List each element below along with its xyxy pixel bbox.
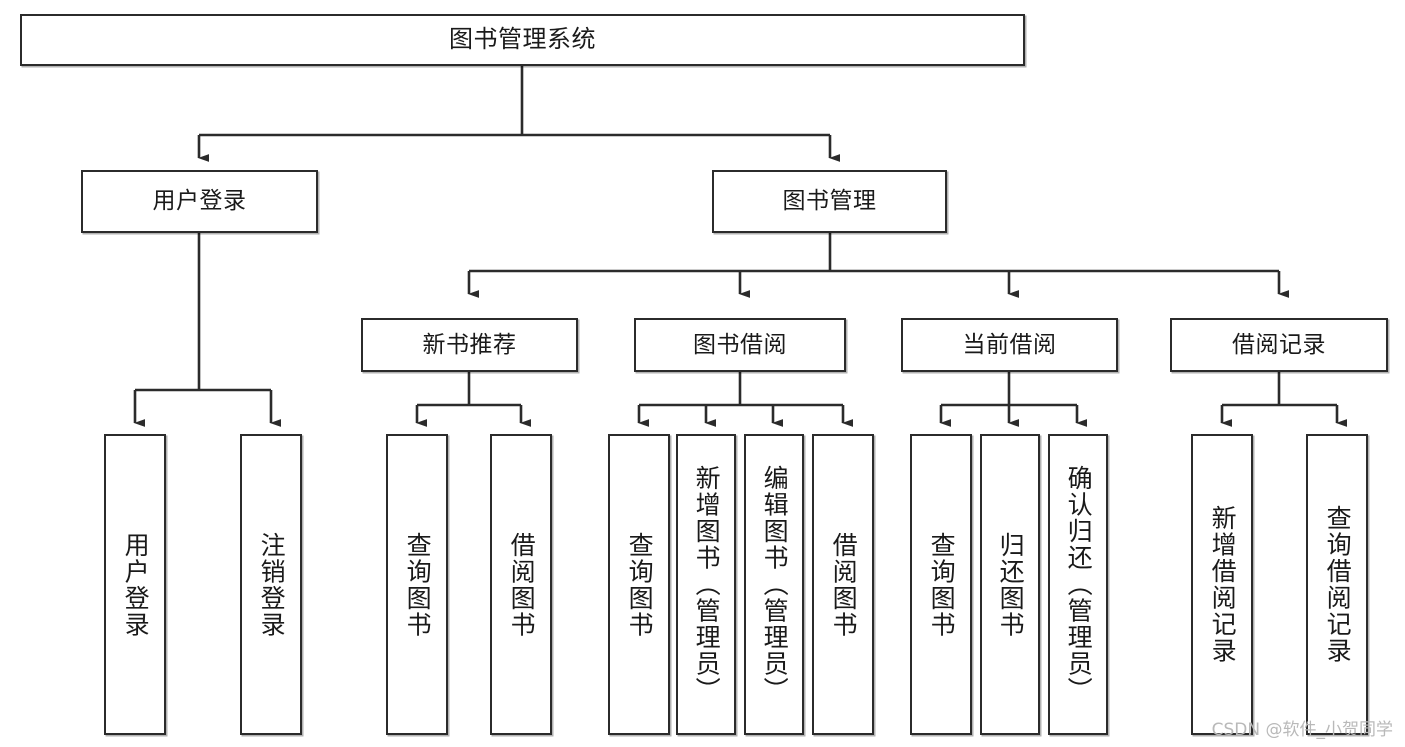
leaf-borrow-record-0[interactable]: 新增借阅记录 (1191, 434, 1253, 735)
node-label: 图书管理系统 (449, 25, 596, 54)
node-label: 借阅图书 (829, 531, 859, 638)
node-label: 借阅图书 (507, 531, 537, 638)
node-label: 查询图书 (625, 531, 655, 638)
leaf-new-book-recommend-0[interactable]: 查询图书 (386, 434, 448, 735)
node-new-book-recommend[interactable]: 新书推荐 (361, 318, 578, 372)
node-label: 注销登录 (257, 531, 287, 638)
node-book-borrow[interactable]: 图书借阅 (634, 318, 846, 372)
leaf-user-login-0[interactable]: 用户登录 (104, 434, 166, 735)
leaf-book-borrow-2[interactable]: 编辑图书（管理员） (744, 434, 804, 735)
node-label: 查询图书 (927, 531, 957, 638)
node-user-login[interactable]: 用户登录 (81, 170, 318, 233)
leaf-book-borrow-0[interactable]: 查询图书 (608, 434, 670, 735)
node-root-book-management-system[interactable]: 图书管理系统 (20, 14, 1025, 66)
node-label: 图书借阅 (693, 331, 787, 358)
node-borrow-record[interactable]: 借阅记录 (1170, 318, 1388, 372)
leaf-new-book-recommend-1[interactable]: 借阅图书 (490, 434, 552, 735)
node-label: 新增图书（管理员） (692, 465, 722, 704)
node-label: 查询图书 (403, 531, 433, 638)
node-label: 用户登录 (121, 531, 151, 638)
node-label: 图书管理 (782, 188, 877, 215)
node-label: 当前借阅 (962, 331, 1057, 358)
node-book-management[interactable]: 图书管理 (712, 170, 947, 233)
leaf-user-login-1[interactable]: 注销登录 (240, 434, 302, 735)
leaf-book-borrow-1[interactable]: 新增图书（管理员） (676, 434, 736, 735)
node-label: 新增借阅记录 (1208, 505, 1238, 664)
leaf-current-borrow-2[interactable]: 确认归还（管理员） (1048, 434, 1108, 735)
node-label: 查询借阅记录 (1323, 505, 1353, 664)
leaf-current-borrow-0[interactable]: 查询图书 (910, 434, 972, 735)
node-current-borrow[interactable]: 当前借阅 (901, 318, 1118, 372)
node-label: 新书推荐 (422, 331, 517, 358)
leaf-borrow-record-1[interactable]: 查询借阅记录 (1306, 434, 1368, 735)
leaf-current-borrow-1[interactable]: 归还图书 (980, 434, 1040, 735)
node-label: 借阅记录 (1232, 331, 1326, 358)
node-label: 用户登录 (152, 188, 247, 215)
node-label: 编辑图书（管理员） (760, 465, 790, 704)
node-label: 归还图书 (996, 531, 1026, 638)
leaf-book-borrow-3[interactable]: 借阅图书 (812, 434, 874, 735)
node-label: 确认归还（管理员） (1064, 465, 1094, 704)
